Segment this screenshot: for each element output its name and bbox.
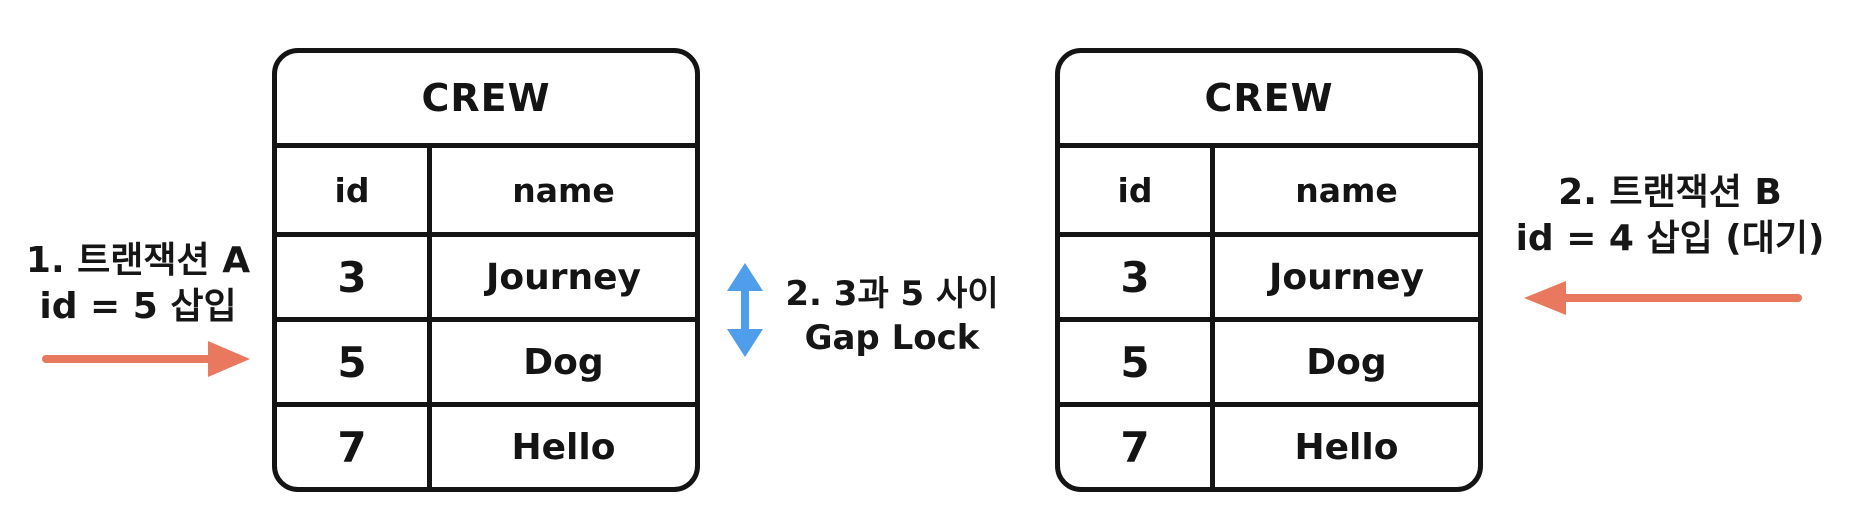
cell-name: Dog	[523, 341, 604, 383]
cell-name: Hello	[1294, 426, 1399, 468]
cell-id: 3	[277, 237, 432, 317]
arrow-right-icon	[42, 341, 250, 377]
cell-name: Journey	[1268, 256, 1425, 298]
annotation-gap-lock: 2. 3과 5 사이 Gap Lock	[768, 272, 1016, 360]
cell-name: Dog	[1306, 341, 1387, 383]
cell-id: 3	[1060, 237, 1215, 317]
table-row: 5 Dog	[277, 322, 695, 407]
table-title: CREW	[277, 53, 695, 148]
cell-name: Hello	[511, 426, 616, 468]
cell-id: 7	[277, 407, 432, 487]
table-row: 7 Hello	[1060, 407, 1478, 487]
column-header-name: name	[1295, 170, 1398, 210]
crew-table-right: CREW id name 3 Journey 5 Dog 7 Hello	[1055, 48, 1483, 492]
table-header-row: id name	[1060, 148, 1478, 237]
table-row: 3 Journey	[277, 237, 695, 322]
arrow-left-icon	[1524, 281, 1802, 315]
annotation-transaction-a-line1: 1. 트랜잭션 A	[25, 240, 251, 281]
annotation-transaction-b-line2: id = 4 삽입 (대기)	[1515, 218, 1825, 259]
annotation-transaction-a-line2: id = 5 삽입	[39, 286, 237, 327]
cell-id: 5	[1060, 322, 1215, 402]
table-row: 7 Hello	[277, 407, 695, 487]
cell-id: 7	[1060, 407, 1215, 487]
table-header-row: id name	[277, 148, 695, 237]
annotation-transaction-b: 2. 트랜잭션 B id = 4 삽입 (대기)	[1482, 170, 1858, 262]
cell-id: 5	[277, 322, 432, 402]
column-header-id: id	[1060, 148, 1215, 232]
annotation-transaction-a: 1. 트랜잭션 A id = 5 삽입	[12, 238, 264, 330]
table-row: 3 Journey	[1060, 237, 1478, 322]
crew-table-left: CREW id name 3 Journey 5 Dog 7 Hello	[272, 48, 700, 492]
annotation-gap-lock-line1: 2. 3과 5 사이	[785, 274, 999, 314]
column-header-name: name	[512, 170, 615, 210]
cell-name: Journey	[485, 256, 642, 298]
annotation-gap-lock-line2: Gap Lock	[804, 318, 980, 358]
table-title: CREW	[1060, 53, 1478, 148]
table-row: 5 Dog	[1060, 322, 1478, 407]
arrow-vertical-double-icon	[727, 263, 763, 357]
annotation-transaction-b-line1: 2. 트랜잭션 B	[1558, 172, 1782, 213]
column-header-id: id	[277, 148, 432, 232]
